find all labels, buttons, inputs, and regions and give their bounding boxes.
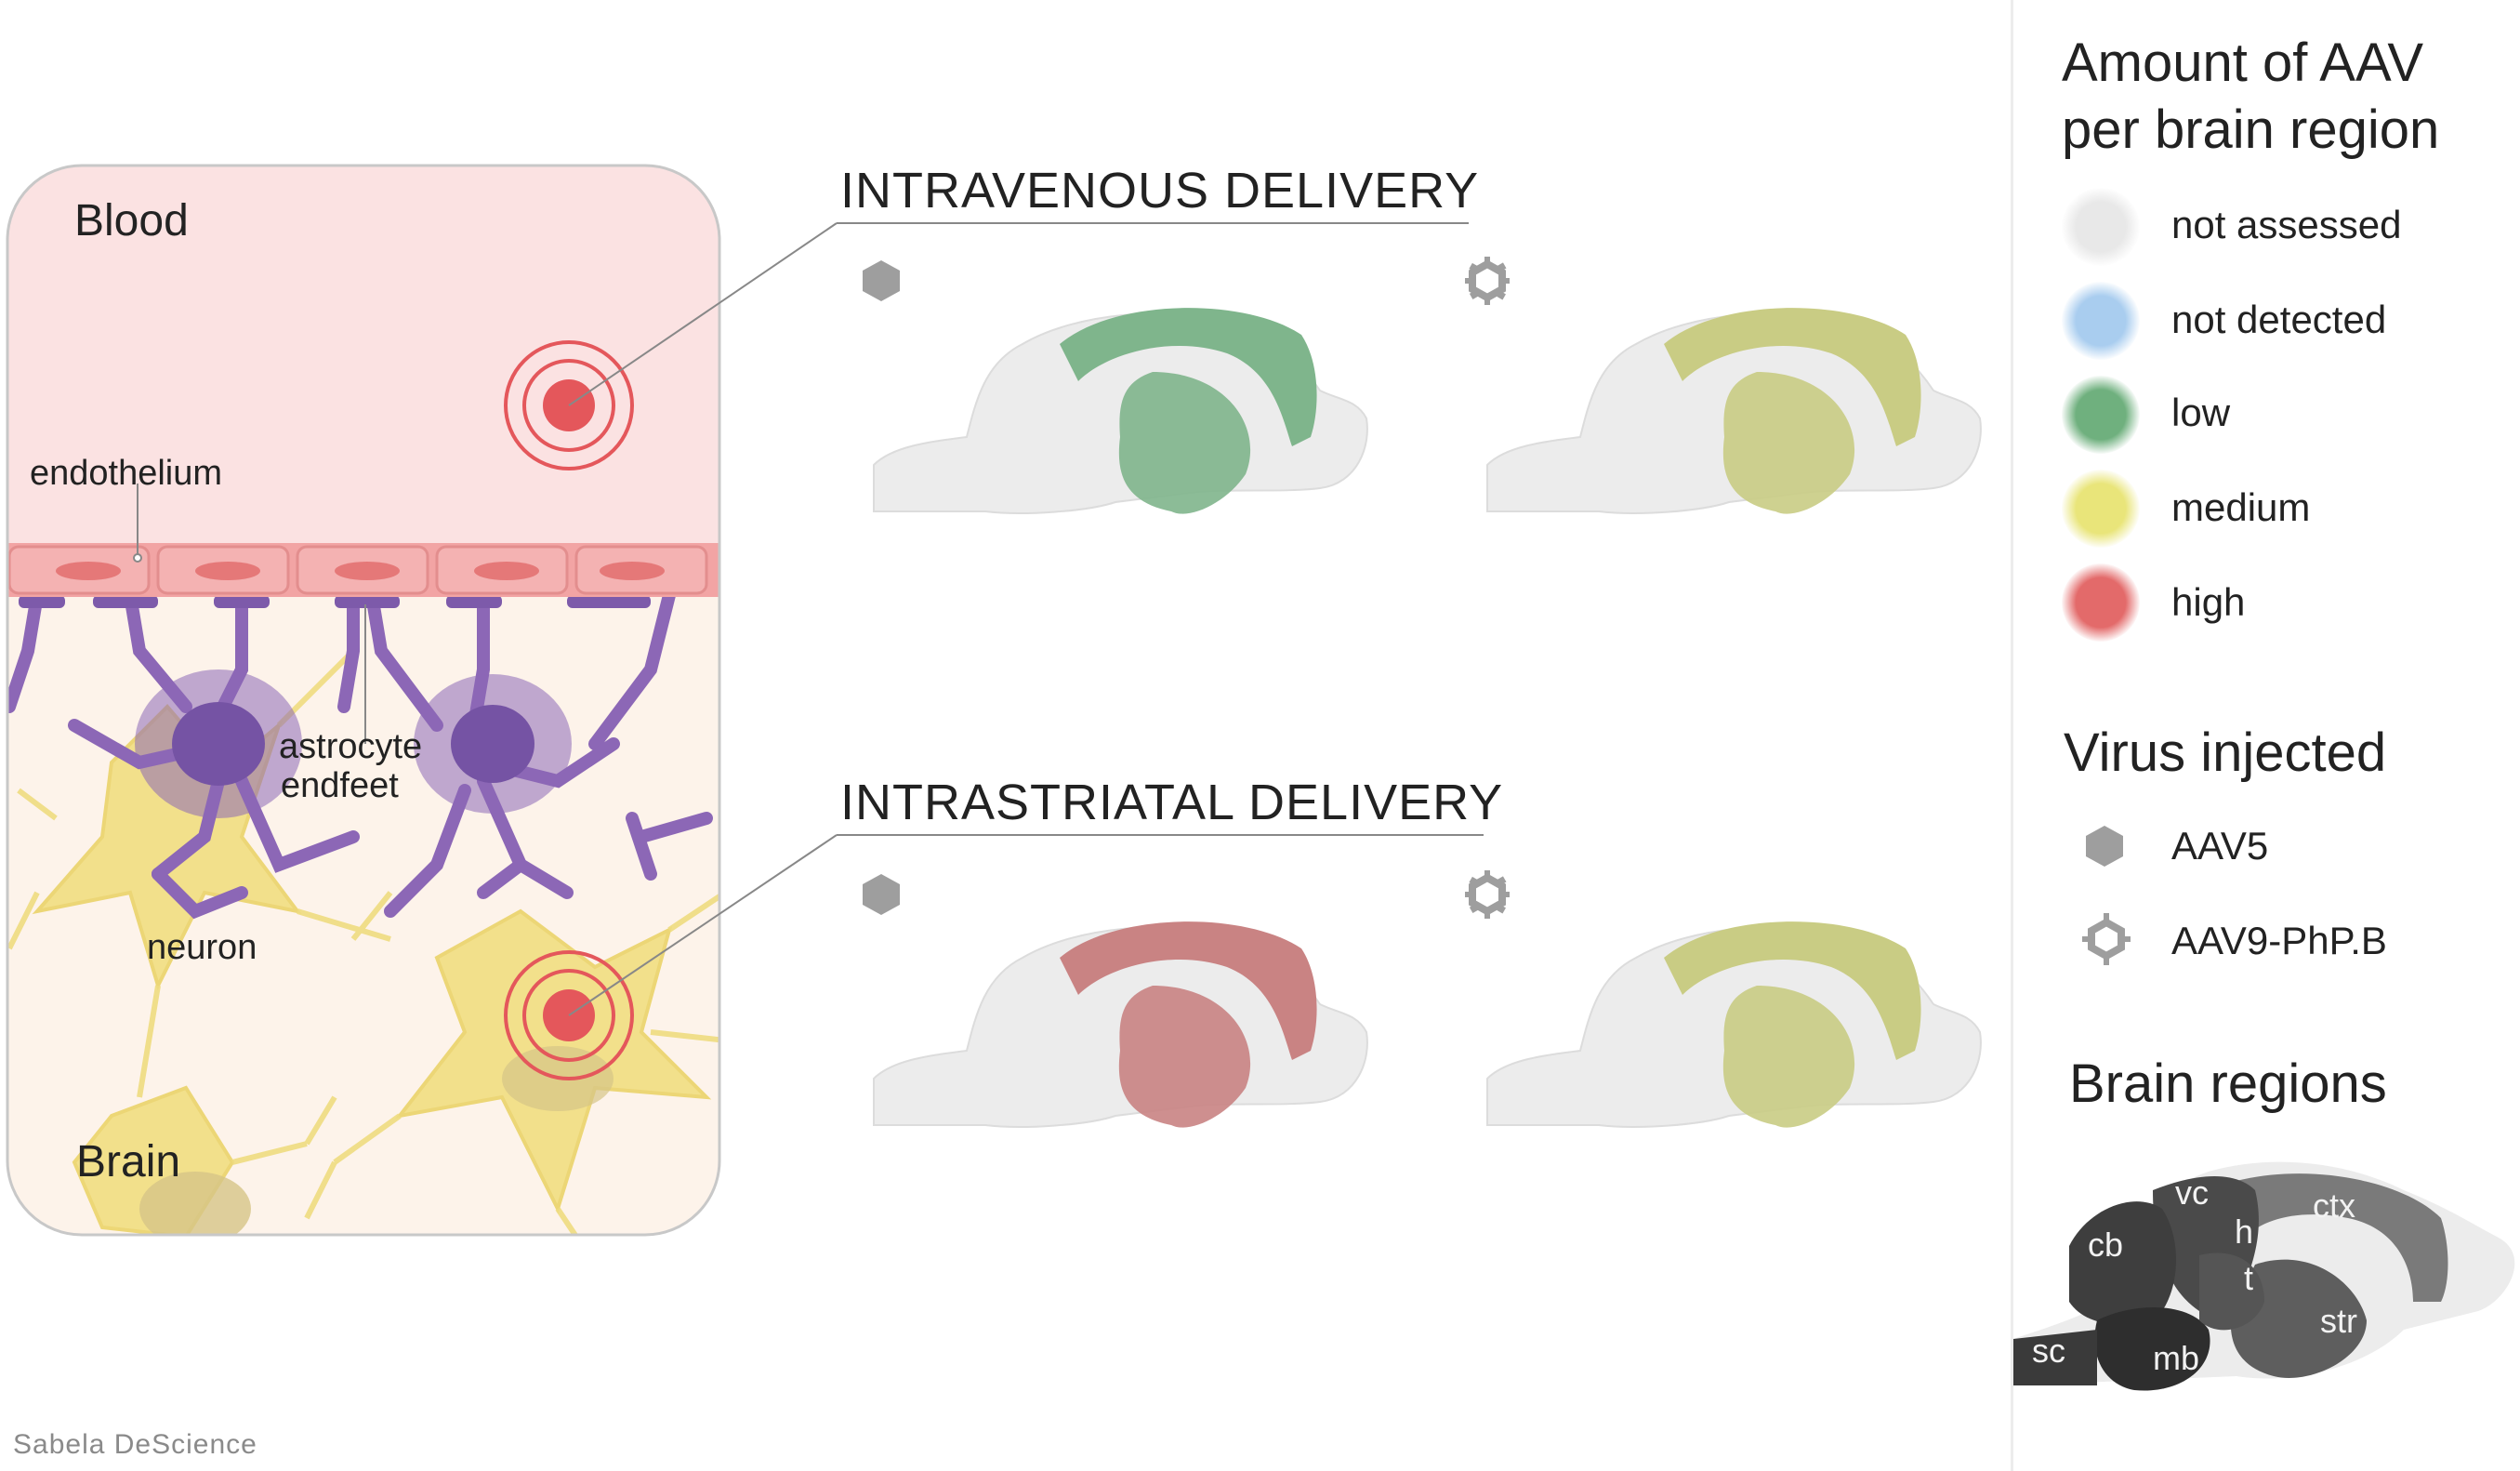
region-sc [2013, 1330, 2097, 1385]
brain-target [504, 950, 634, 1080]
credit-text: Sabela DeScience [13, 1429, 257, 1460]
blood-label: Blood [74, 196, 189, 245]
region-label-cb: cb [2088, 1226, 2124, 1264]
region-label-h: h [2235, 1213, 2254, 1251]
legend-regions-title: Brain regions [2069, 1054, 2387, 1114]
level-swatch-not-detected [2062, 282, 2140, 360]
astrocyte-label-line1: astrocyte [279, 727, 423, 766]
region-ctx [2236, 1173, 2448, 1302]
level-label-low: low [2171, 391, 2231, 434]
intravenous-title: INTRAVENOUS DELIVERY [840, 163, 1480, 219]
brain-intrastriatal-aav5 [863, 874, 1368, 1128]
level-label-not-assessed: not assessed [2171, 203, 2402, 246]
brain-intravenous-aav5 [863, 260, 1368, 514]
brain-regions-map [2013, 1161, 2515, 1391]
virus-label-aav9: AAV9-PhP.B [2171, 919, 2387, 962]
region-str [2230, 1259, 2367, 1378]
legend-panel: Amount of AAV per brain region not asses… [2011, 0, 2520, 1471]
level-label-high: high [2171, 580, 2246, 624]
legend-virus-title: Virus injected [2064, 722, 2387, 783]
region-cb [2069, 1201, 2176, 1324]
brain-intrastriatal-aav9 [1465, 870, 1982, 1128]
legend-amount-title-line2: per brain region [2062, 99, 2440, 160]
region-label-ctx: ctx [2313, 1186, 2356, 1225]
region-mb [2094, 1307, 2210, 1391]
hexagon-icon [2086, 826, 2123, 867]
region-label-t: t [2244, 1259, 2254, 1297]
level-label-medium: medium [2171, 485, 2311, 529]
brain-grid [863, 223, 1982, 1128]
region-label-sc: sc [2032, 1332, 2065, 1370]
brain-intravenous-aav9 [1465, 257, 1982, 514]
level-swatch-medium [2062, 470, 2140, 548]
cell-diagram [6, 164, 721, 1237]
intrastriatal-title: INTRASTRIATAL DELIVERY [840, 775, 1504, 830]
connector-lines [568, 222, 1484, 1016]
level-swatch-not-assessed [2062, 188, 2140, 266]
gear-hexagon-icon [2082, 913, 2131, 965]
neuron-label: neuron [147, 928, 257, 967]
brain-label: Brain [76, 1137, 181, 1186]
region-label-vc: vc [2175, 1173, 2209, 1212]
virus-label-aav5: AAV5 [2171, 824, 2269, 868]
region-label-mb: mb [2153, 1339, 2200, 1377]
region-label-str: str [2320, 1302, 2357, 1340]
legend-amount-title-line1: Amount of AAV [2062, 33, 2424, 93]
level-label-not-detected: not detected [2171, 298, 2387, 341]
region-t [2199, 1252, 2264, 1331]
endothelium-label: endothelium [30, 454, 223, 493]
level-swatch-high [2062, 563, 2140, 642]
astrocyte-label-line2: endfeet [281, 766, 399, 805]
level-swatch-low [2062, 376, 2140, 454]
striatum-region [1118, 372, 1251, 514]
endothelium-layer [7, 543, 719, 597]
blood-target [504, 340, 634, 470]
cortex-region [1060, 308, 1317, 446]
